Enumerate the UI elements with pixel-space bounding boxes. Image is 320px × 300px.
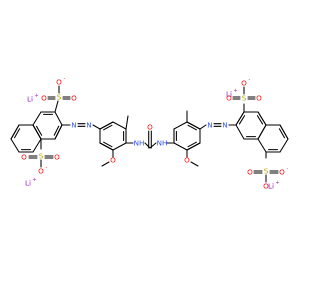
lithium-ion-left-bottom: Li (25, 179, 31, 188)
lithium-ion-right-top-charge: + (234, 88, 238, 94)
left-azo-nitrogen-a: N (71, 121, 76, 130)
bond (99, 142, 114, 151)
bond (186, 142, 201, 151)
left-sulfonate-bottom-oxygen-a: O (21, 153, 27, 162)
right-benzene-bond (173, 121, 188, 130)
left-sulfonate-top-oxygen-minus-charge: - (64, 76, 66, 82)
right-sulfonate-top-oxygen-minus: O (241, 79, 247, 88)
bond-inner (53, 125, 60, 136)
bond-inner (187, 124, 197, 131)
lithium-ion-left-bottom-charge: + (33, 177, 37, 183)
left-naph-ring-b-bond (32, 138, 42, 153)
bond (199, 124, 207, 130)
bond-inner (35, 125, 43, 136)
lithium-ion-left-top-charge: + (35, 93, 39, 99)
right-sulfonate-top-sulfur: S (242, 94, 247, 103)
bond (149, 142, 157, 149)
bond (99, 121, 114, 130)
bond (92, 124, 101, 130)
right-sulfonate-bottom-sulfur: S (264, 167, 269, 176)
lithium-ion-right-bottom: Li (268, 182, 274, 191)
left-sulfonate-top-sulfur: S (57, 93, 62, 102)
left-sulfonate-bottom-oxygen-minus-charge: - (46, 165, 48, 171)
bond (54, 100, 59, 113)
bond-inner (187, 141, 197, 148)
bond-inner (238, 115, 246, 125)
left-benzene-bond (112, 121, 127, 130)
right-methoxy-oxygen: O (184, 156, 190, 165)
bond-inner (256, 115, 264, 125)
bond (235, 111, 245, 126)
left-naph-ring-b-bond (10, 138, 20, 153)
right-azo-nitrogen-a: N (207, 121, 212, 130)
right-urea-nh: NH (157, 139, 168, 148)
bond (54, 124, 63, 140)
bond-inner (13, 128, 21, 139)
left-sulfonate-top-oxygen-minus: O (56, 78, 62, 87)
lithium-ion-right-bottom-charge: + (276, 180, 280, 186)
right-naph-ring-b-bond (257, 138, 267, 153)
left-benzene-bond (112, 142, 127, 151)
right-sulfonate-top-oxygen-b: O (256, 94, 262, 103)
right-sulfonate-top-oxygen-a: O (226, 94, 232, 103)
left-methoxy-oxygen: O (110, 156, 116, 165)
bond (10, 124, 20, 140)
right-sulfonate-bottom-oxygen-minus-charge: - (287, 166, 289, 172)
bond (144, 142, 151, 149)
left-methyl-bond (125, 115, 129, 130)
lithium-ion-right-top: Li (226, 90, 232, 99)
right-azo-nitrogen-b: N (222, 121, 227, 130)
right-sulfonate-bottom-oxygen-a: O (247, 168, 253, 177)
lithium-ion-left-top: Li (27, 95, 33, 104)
left-naph-ring-b-bond (32, 124, 42, 140)
right-sulfonate-top-oxygen-minus-charge: - (249, 77, 251, 83)
left-sulfonate-top-oxygen-a: O (41, 94, 47, 103)
urea-carbonyl-oxygen: O (147, 123, 153, 132)
bond (279, 124, 289, 140)
right-sulfonate-bottom-oxygen-b: O (263, 182, 269, 191)
right-sulfonate-bottom-oxygen-minus: O (279, 168, 285, 177)
bond-inner (103, 124, 113, 131)
bond-inner (103, 141, 113, 148)
bond-inner (278, 128, 286, 139)
left-sulfonate-bottom-oxygen-b: O (54, 153, 60, 162)
bond (257, 111, 267, 126)
right-benzene-bond (173, 142, 188, 151)
left-sulfonate-top-oxygen-b: O (71, 94, 77, 103)
left-urea-nh: NH (134, 139, 145, 148)
left-sulfonate-bottom-sulfur: S (39, 152, 44, 161)
right-naph-ring-a-bond (235, 124, 245, 140)
right-methoxy-methyl-bond (190, 161, 199, 167)
bond (186, 121, 201, 130)
right-naph-ring-b-bond (279, 138, 289, 153)
left-azo-nitrogen-b: N (86, 121, 91, 130)
left-naph-ring-a-bond (32, 111, 42, 126)
right-naph-ring-b-bond (257, 124, 267, 140)
left-naph-ring-a-bond (54, 111, 63, 126)
left-sulfonate-bottom-oxygen-minus: O (38, 167, 44, 176)
left-methoxy-methyl-bond (101, 161, 110, 167)
